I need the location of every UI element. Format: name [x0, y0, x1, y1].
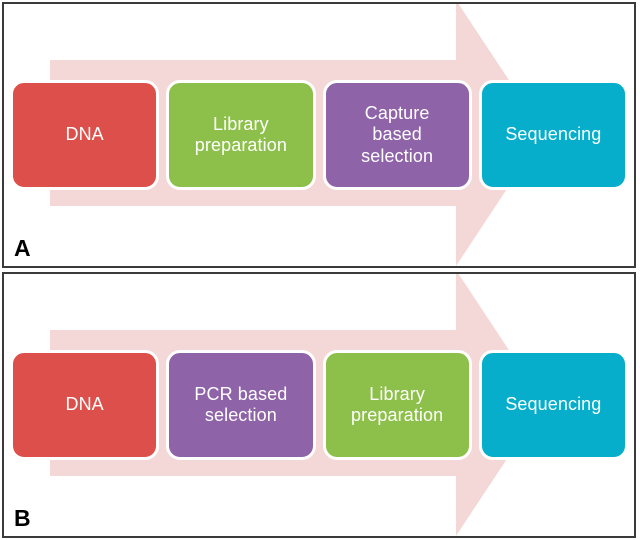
step-box-sequencing[interactable]: Sequencing [478, 80, 628, 190]
step-box-dna[interactable]: DNA [10, 350, 160, 460]
step-box-dna[interactable]: DNA [10, 80, 160, 190]
step-box-pcr-based-selection[interactable]: PCR based selection [166, 350, 316, 460]
steps-row-b: DNA PCR based selection Library preparat… [10, 350, 628, 460]
step-box-capture-based-selection[interactable]: Capture based selection [322, 80, 472, 190]
step-box-library-preparation[interactable]: Library preparation [322, 350, 472, 460]
panel-a: DNA Library preparation Capture based se… [2, 2, 636, 268]
panel-b: DNA PCR based selection Library preparat… [2, 272, 636, 538]
panel-label-b: B [14, 505, 31, 531]
steps-row-a: DNA Library preparation Capture based se… [10, 80, 628, 190]
panel-label-a: A [14, 235, 31, 261]
step-box-library-preparation[interactable]: Library preparation [166, 80, 316, 190]
step-box-sequencing[interactable]: Sequencing [478, 350, 628, 460]
